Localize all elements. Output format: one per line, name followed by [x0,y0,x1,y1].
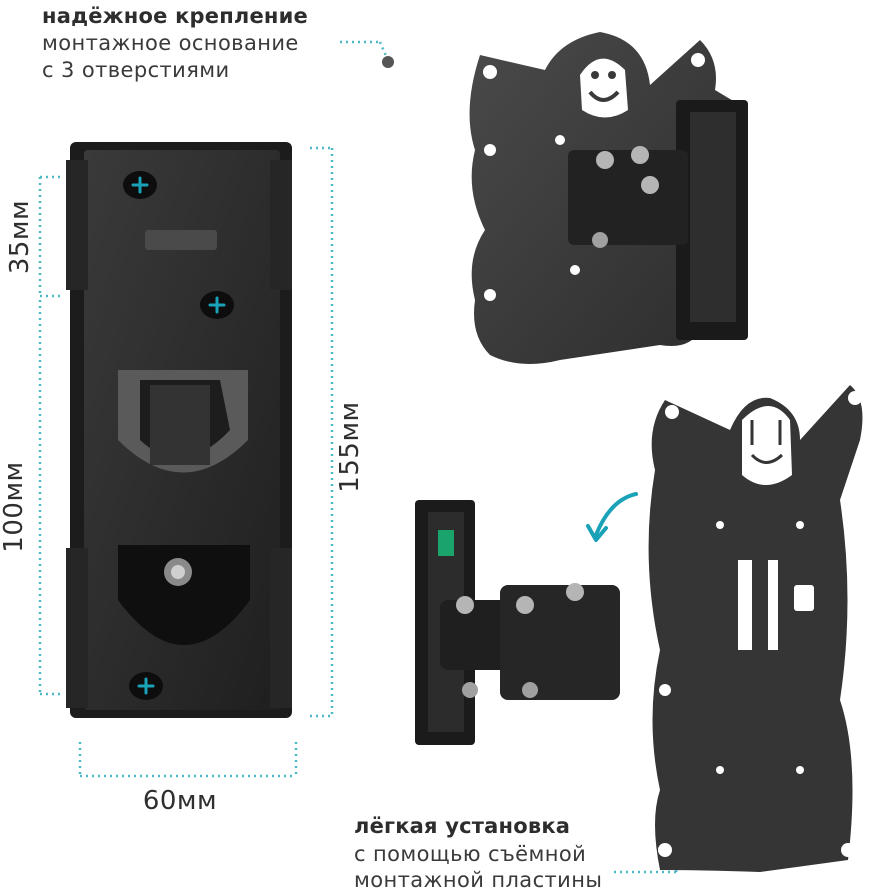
detached-plate [648,385,863,872]
dimension-60mm: 60мм [142,786,218,816]
top-caption-line2: с 3 отверстиями [42,58,230,82]
dimension-155mm: 155мм [335,401,365,493]
bottom-caption-line1: с помощью съёмной [354,842,587,866]
dimension-100mm: 100мм [0,461,29,553]
bottom-caption-title: лёгкая установка [354,814,571,838]
plus-icon [131,176,149,194]
dimension-lines [38,40,684,874]
plus-icon [208,296,226,314]
top-caption-line1: монтажное основание [42,31,299,55]
swivel-arm [415,500,620,745]
ghost-face-icon [742,406,792,485]
level-bubble-icon [438,530,454,556]
wall-plate-front [66,142,292,718]
bottom-caption-line2: монтажной пластины [354,868,603,892]
curved-arrow-icon [586,492,638,542]
plus-icon [137,677,155,695]
top-caption-title: надёжное крепление [42,4,308,28]
ghost-face-icon [580,58,628,118]
assembled-mount [469,32,748,364]
dimension-35mm: 35мм [5,199,35,275]
